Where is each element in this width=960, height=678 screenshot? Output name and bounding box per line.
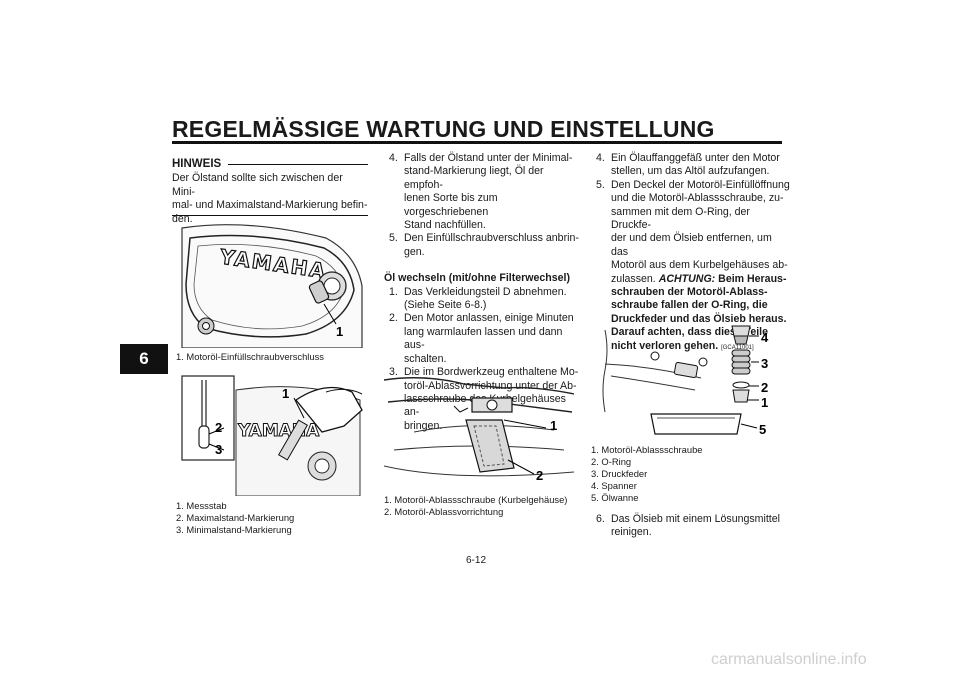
step-line: (Siehe Seite 6-8.): [404, 299, 487, 312]
hinweis-rule: [228, 164, 368, 165]
list-item: 1. Das Verkleidungsteil D abnehmen. (Sie…: [384, 286, 584, 313]
warning-line: schrauben der Motoröl-Ablass-: [611, 286, 768, 299]
list-item: 5. Den Deckel der Motoröl-Einfüllöffnung…: [591, 179, 791, 355]
warning-code: [GCA11001]: [721, 344, 754, 351]
spring-icon: [731, 349, 751, 375]
step-line: Ein Ölauffanggefäß unter den Motor: [611, 152, 780, 164]
step-number: 4.: [596, 152, 605, 164]
caption-line: 1. Messstab: [176, 500, 227, 511]
caption-line: 2. Maximalstand-Markierung: [176, 512, 295, 523]
step-line: lenen Sorte bis zum vorgeschriebenen: [404, 192, 498, 218]
caption-figure-2: 1. Messstab 2. Maximalstand-Markierung 3…: [176, 500, 376, 536]
step-line: reinigen.: [611, 526, 652, 539]
callout-1: 1: [550, 418, 557, 433]
step-line-warning-start: zulassen. ACHTUNG: Beim Heraus-: [611, 273, 791, 286]
step-line: Den Motor anlassen, einige Minuten: [404, 312, 574, 325]
callout-5: 5: [759, 422, 766, 437]
caption-line: 2. Motoröl-Ablassvorrichtung: [384, 506, 504, 517]
step-line: Motoröl aus dem Kurbelgehäuses ab-: [611, 259, 788, 272]
hinweis-line: Der Ölstand sollte sich zwischen der Min…: [172, 172, 343, 198]
page-title: REGELMÄSSIGE WARTUNG UND EINSTELLUNG: [172, 116, 715, 142]
step-line: Den Deckel der Motoröl-Einfüllöffnung: [611, 178, 790, 191]
step-line: stand-Markierung liegt, Öl der empfoh-: [404, 165, 544, 191]
figure-dipstick: 2 3 YAMAHA 1: [176, 370, 366, 496]
step-line: Das Ölsieb mit einem Lösungsmittel: [611, 513, 780, 525]
watermark[interactable]: carmanualsonline.info: [711, 651, 867, 668]
step-number: 5.: [389, 232, 398, 245]
steps-right: 4. Ein Ölauffanggefäß unter den Motor st…: [591, 152, 791, 355]
caption-figure-1: 1. Motoröl-Einfüllschraubverschluss: [176, 351, 376, 363]
caption-figure-3: 1. Motoröl-Ablassschraube (Kurbelgehäuse…: [384, 494, 584, 518]
step-line: Den Einfüllschraubverschluss anbrin-: [404, 232, 579, 245]
title-rule: [172, 141, 782, 144]
hinweis-note: HINWEIS Der Ölstand sollte sich zwischen…: [172, 158, 368, 226]
step-line: Die im Bordwerkzeug enthaltene Mo-: [404, 366, 579, 379]
caption-line: 3. Minimalstand-Markierung: [176, 524, 292, 535]
caption-figure-4: 1. Motoröl-Ablassschraube 2. O-Ring 3. D…: [591, 444, 791, 504]
page-number: 6-12: [466, 555, 487, 566]
step-number: 5.: [596, 178, 605, 191]
step-line: Falls der Ölstand unter der Minimal-: [404, 152, 573, 164]
step-line: stellen, um das Altöl aufzufangen.: [611, 165, 770, 178]
steps-final: 6. Das Ölsieb mit einem Lösungsmittel re…: [591, 513, 791, 540]
caption-line: 1. Motoröl-Ablassschraube (Kurbelgehäuse…: [384, 494, 568, 505]
step-line: gen.: [404, 245, 425, 258]
section-heading: Öl wechseln (mit/ohne Filterwechsel): [384, 272, 571, 285]
callout-1: 1: [282, 386, 289, 401]
step-number: 1.: [389, 285, 398, 298]
hinweis-text: Der Ölstand sollte sich zwischen der Min…: [172, 172, 368, 226]
caption-line: 1. Motoröl-Ablassschraube: [591, 444, 703, 455]
step-number: 2.: [389, 312, 398, 325]
callout-2: 2: [761, 380, 768, 395]
callout-1: 1: [761, 395, 768, 410]
steps-top: 4. Falls der Ölstand unter der Minimal- …: [384, 152, 584, 259]
yamaha-logo: YAMAHA: [237, 421, 320, 441]
warning-line: Darauf achten, dass diese Teile: [611, 326, 769, 339]
step-line: und die Motoröl-Ablassschraube, zu-: [611, 192, 784, 205]
callout-1: 1: [336, 324, 343, 339]
warning-line: Druckfeder und das Ölsieb heraus.: [611, 312, 787, 325]
figure-oil-filler-cap: YAMAHA 1: [176, 224, 366, 348]
caption-line: 3. Druckfeder: [591, 468, 648, 479]
step-line: Das Verkleidungsteil D abnehmen.: [404, 285, 567, 298]
callout-4: 4: [761, 330, 769, 345]
list-item: 2. Den Motor anlassen, einige Minuten la…: [384, 312, 584, 366]
callout-3: 3: [215, 442, 222, 457]
step-line: der und dem Ölsieb entfernen, um das: [611, 232, 772, 258]
callout-3: 3: [761, 356, 768, 371]
step-number: 3.: [389, 366, 398, 379]
callout-2: 2: [215, 420, 222, 435]
caption-line: 5. Ölwanne: [591, 492, 639, 503]
hinweis-label: HINWEIS: [172, 158, 222, 170]
step-number: 4.: [389, 152, 398, 164]
steps-oil-change: 1. Das Verkleidungsteil D abnehmen. (Sie…: [384, 286, 584, 433]
warning-line: schraube fallen der O-Ring, die: [611, 299, 768, 312]
step-line: zulassen.: [611, 272, 656, 285]
list-item: 5. Den Einfüllschraubverschluss anbrin- …: [384, 232, 584, 259]
step-line: Stand nachfüllen.: [404, 219, 486, 232]
figure-drain-parts: 4 3 2 1 5: [591, 320, 781, 440]
caption-line: 1. Motoröl-Einfüllschraubverschluss: [176, 351, 324, 362]
step-line: sammen mit dem O-Ring, der Druckfe-: [611, 205, 750, 232]
step-6: 6. Das Ölsieb mit einem Lösungsmittel re…: [591, 513, 791, 540]
hinweis-line: mal- und Maximalstand-Markierung befin-: [172, 199, 368, 212]
middle-text: 4. Falls der Ölstand unter der Minimal- …: [384, 152, 584, 433]
right-text: 4. Ein Ölauffanggefäß unter den Motor st…: [591, 152, 791, 355]
figure-drain-device: 1 2: [384, 372, 574, 492]
list-item: 4. Ein Ölauffanggefäß unter den Motor st…: [591, 152, 791, 179]
step-line: schalten.: [404, 352, 447, 365]
list-item: 6. Das Ölsieb mit einem Lösungsmittel re…: [591, 513, 791, 540]
warning-label: ACHTUNG:: [658, 272, 716, 285]
list-item: 4. Falls der Ölstand unter der Minimal- …: [384, 152, 584, 232]
caption-line: 2. O-Ring: [591, 456, 632, 467]
step-number: 6.: [596, 513, 605, 525]
callout-2: 2: [536, 468, 543, 483]
caption-line: 4. Spanner: [591, 480, 637, 491]
warning-text: Beim Heraus-: [718, 272, 787, 285]
chapter-tab: 6: [120, 344, 168, 374]
step-line: lang warmlaufen lassen und dann aus-: [404, 325, 563, 352]
warning-line: nicht verloren gehen.: [611, 339, 719, 352]
hinweis-rule: [172, 215, 368, 216]
